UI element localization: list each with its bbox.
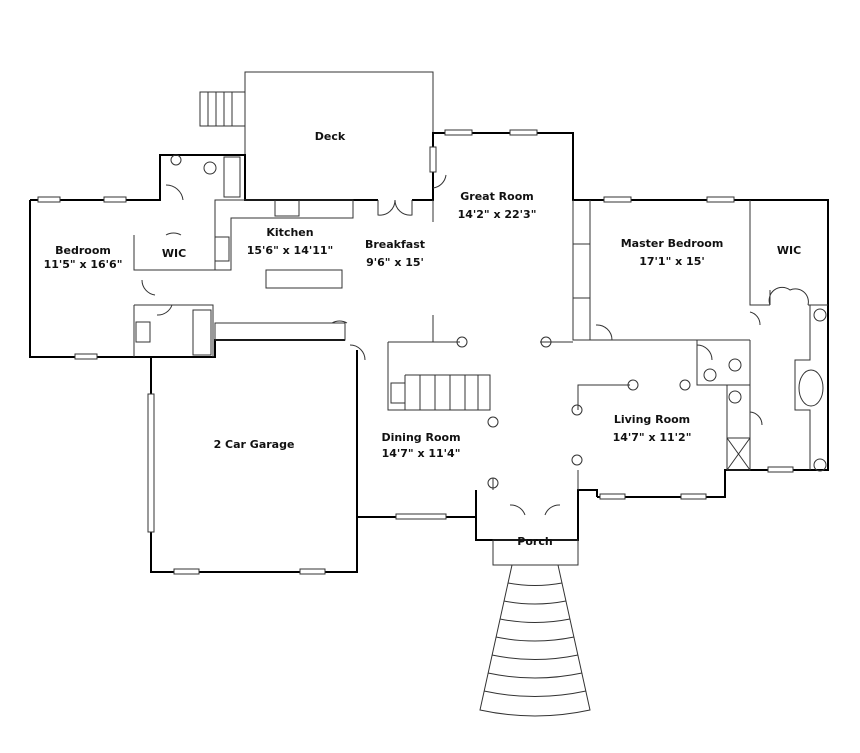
room-label-garage: 2 Car Garage <box>214 438 295 452</box>
room-label-master-bedroom: Master Bedroom 17'1" x 15' <box>621 237 724 269</box>
room-size: 15'6" x 14'11" <box>246 244 334 257</box>
windows <box>37 129 794 575</box>
room-size: 9'6" x 15' <box>366 256 424 269</box>
room-label-porch: Porch <box>517 535 552 549</box>
room-label-kitchen: Kitchen 15'6" x 14'11" <box>247 226 334 258</box>
porch-steps <box>479 564 591 717</box>
room-label-living-room: Living Room 14'7" x 11'2" <box>613 413 692 445</box>
room-name: WIC <box>776 244 802 257</box>
room-name: Deck <box>314 130 346 143</box>
doors <box>141 174 809 516</box>
room-name: Living Room <box>613 413 691 426</box>
room-label-deck: Deck <box>315 130 345 144</box>
room-name: Dining Room <box>381 431 461 444</box>
deck-outline <box>199 71 434 200</box>
room-name: Kitchen <box>266 226 314 239</box>
room-name: 2 Car Garage <box>213 438 295 451</box>
room-size: 14'7" x 11'2" <box>612 431 692 444</box>
room-size: 17'1" x 15' <box>639 255 705 268</box>
room-label-dining-room: Dining Room 14'7" x 11'4" <box>381 431 460 461</box>
room-name: Great Room <box>460 190 534 203</box>
room-name: WIC <box>161 247 187 260</box>
room-label-breakfast: Breakfast 9'6" x 15' <box>365 238 425 270</box>
room-name: Breakfast <box>364 238 426 251</box>
room-size: 14'7" x 11'4" <box>381 447 461 460</box>
fixtures <box>170 154 827 489</box>
room-label-wic-left: WIC <box>162 247 186 261</box>
interior-walls <box>133 199 828 566</box>
room-name: Bedroom <box>55 244 111 257</box>
room-size: 11'5" x 16'6" <box>43 258 123 271</box>
room-label-wic-right: WIC <box>777 244 801 258</box>
room-name: Master Bedroom <box>620 237 724 250</box>
room-label-great-room: Great Room 14'2" x 22'3" <box>458 190 537 222</box>
room-size: 14'2" x 22'3" <box>457 208 537 221</box>
room-name: Porch <box>517 535 553 548</box>
